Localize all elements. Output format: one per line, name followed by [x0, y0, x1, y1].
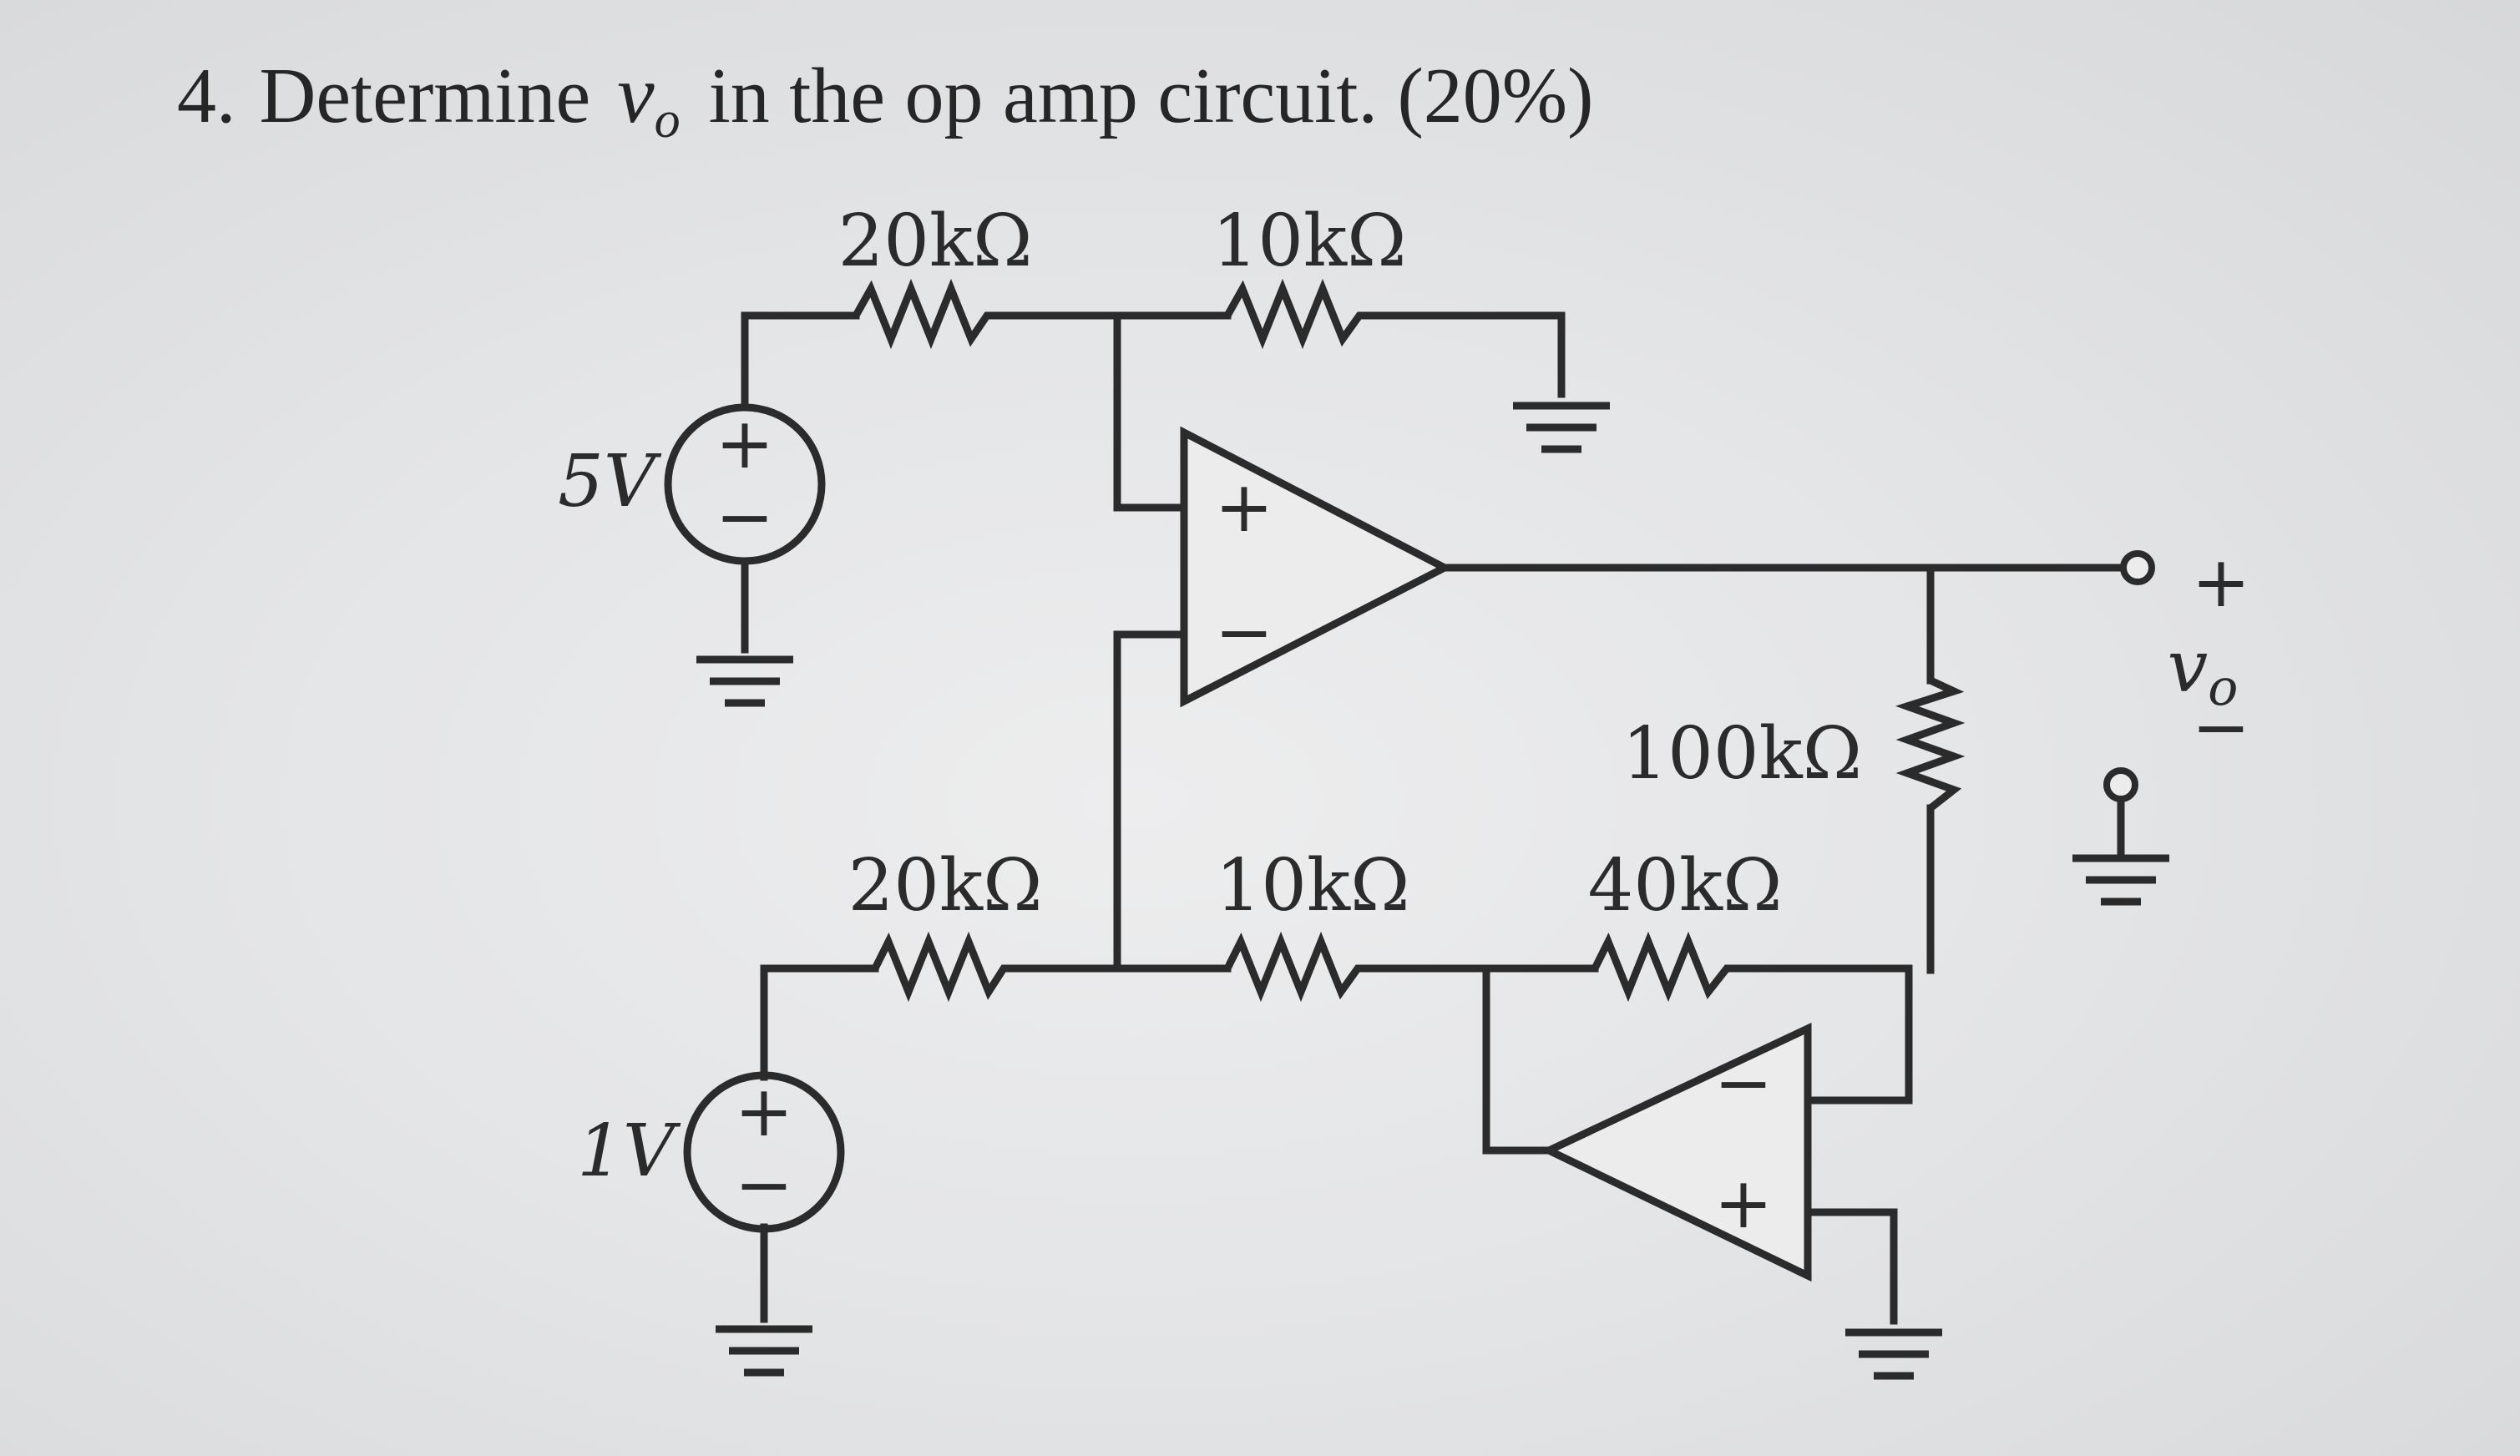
label-40k: 40kΩ — [1588, 844, 1783, 928]
op-amp-second-plus: + — [1714, 1162, 1773, 1244]
wire-noninv-input — [1113, 311, 1188, 512]
resistor-10k-top — [1224, 278, 1376, 350]
ground-symbol-second-amp — [1845, 1328, 1942, 1380]
question-variable-sub: o — [655, 92, 681, 149]
label-10k-bottom: 10kΩ — [1216, 844, 1410, 928]
wire-5v-top — [741, 311, 860, 411]
output-plus-sign: + — [2192, 541, 2250, 623]
output-variable: vo — [2168, 625, 2239, 717]
source-1v-plus: + — [735, 1070, 793, 1152]
resistor-20k-bottom — [871, 931, 1019, 1003]
question-variable: v — [617, 48, 655, 140]
voltage-source-5v — [664, 403, 826, 565]
op-amp-second-minus: − — [1714, 1042, 1773, 1124]
op-amp-main-minus: − — [1215, 591, 1273, 673]
op-amp-main-plus: + — [1215, 466, 1273, 548]
wires — [741, 311, 2127, 1325]
source-5v-plus: + — [716, 402, 774, 484]
source-1v-minus: − — [735, 1144, 793, 1226]
wire-second-amp-plus-ground — [1804, 1208, 1898, 1325]
resistor-100k — [1895, 676, 1966, 811]
node-dot — [1114, 965, 1121, 972]
output-minus-sign: − — [2192, 686, 2250, 768]
label-10k-top: 10kΩ — [1212, 200, 1407, 283]
output-terminal-plus — [2120, 550, 2155, 585]
source-1v-label: 1V — [577, 1110, 681, 1193]
ground-symbol-top — [1513, 402, 1610, 453]
source-5v-minus: − — [716, 476, 774, 558]
voltage-source-1v — [683, 1071, 845, 1233]
question-text-after: in the op amp circuit. (20%) — [709, 53, 1594, 139]
question-heading: 4. Determine vo in the op amp circuit. (20%… — [177, 48, 1593, 149]
question-text-before: Determine — [260, 53, 591, 139]
question-number: 4. — [177, 53, 236, 139]
source-5v-label: 5V — [558, 440, 662, 523]
resistor-20k-top — [853, 278, 1002, 350]
resistor-40k — [1591, 931, 1745, 1003]
op-amp-second — [1540, 1022, 1812, 1282]
wire-1v-top — [760, 964, 879, 1081]
wire-top-ground — [1372, 311, 1566, 398]
label-20k-top: 20kΩ — [838, 200, 1033, 283]
op-amp-main — [1180, 426, 1453, 708]
wire-40k-output — [1741, 964, 1913, 1105]
label-20k-bottom: 20kΩ — [848, 844, 1043, 928]
output-terminal-minus — [2103, 767, 2138, 802]
label-100k: 100kΩ — [1622, 712, 1862, 796]
ground-symbol-output — [2072, 854, 2169, 906]
node-dot — [1114, 312, 1121, 319]
resistor-10k-bottom — [1223, 931, 1374, 1003]
ground-symbol-1v — [716, 1325, 812, 1377]
wire-inv-input — [1113, 630, 1188, 971]
ground-symbol-5v — [696, 655, 793, 707]
wire-second-amp-output — [1482, 964, 1553, 1155]
